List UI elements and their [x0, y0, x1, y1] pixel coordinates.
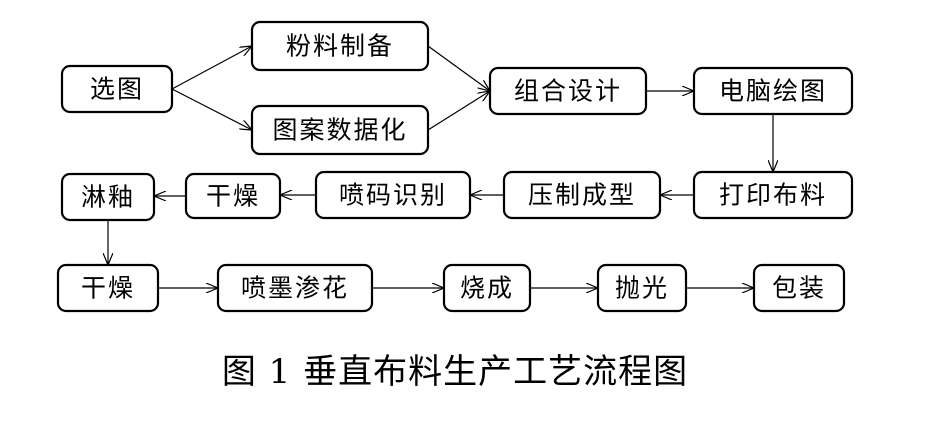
node-box: [442, 263, 532, 313]
arrow-select-to-powder: [171, 46, 252, 90]
node-label: 选图: [90, 75, 144, 104]
node-label: 喷码识别: [339, 181, 447, 210]
node-select: 选图: [60, 64, 174, 114]
node-dry-1: 干燥: [184, 172, 282, 220]
node-label: 组合设计: [514, 77, 622, 106]
node-box: [692, 170, 854, 220]
node-powder: 粉料制备: [250, 20, 430, 72]
node-computer-draw: 电脑绘图: [692, 66, 854, 116]
node-label: 淋釉: [81, 183, 135, 212]
node-label: 干燥: [81, 274, 135, 303]
node-label: 图案数据化: [272, 116, 407, 145]
node-box: [502, 170, 662, 220]
node-combine: 组合设计: [488, 66, 648, 116]
node-box: [184, 172, 282, 220]
flow-arrows: [108, 46, 773, 288]
node-fire: 烧成: [442, 263, 532, 313]
node-label: 烧成: [460, 274, 514, 303]
node-polish: 抛光: [596, 263, 688, 313]
node-box: [596, 263, 688, 313]
node-print-fabric: 打印布料: [692, 170, 854, 220]
node-box: [314, 170, 472, 220]
node-box: [250, 20, 430, 72]
node-box: [56, 263, 160, 313]
node-dry-2: 干燥: [56, 263, 160, 313]
node-press: 压制成型: [502, 170, 662, 220]
node-box: [216, 263, 374, 313]
node-code-recognition: 喷码识别: [314, 170, 472, 220]
node-label: 干燥: [206, 182, 260, 211]
node-box: [60, 64, 174, 114]
node-glaze: 淋釉: [60, 172, 156, 222]
node-box: [692, 66, 854, 116]
node-pack: 包装: [752, 263, 846, 313]
node-label: 喷墨渗花: [241, 274, 349, 303]
node-pattern: 图案数据化: [250, 104, 430, 156]
node-label: 粉料制备: [286, 32, 394, 61]
arrow-powder-to-combine: [427, 45, 490, 91]
node-label: 压制成型: [528, 181, 636, 210]
node-box: [60, 172, 156, 222]
node-box: [250, 104, 430, 156]
arrow-select-to-pattern: [171, 88, 252, 130]
arrow-pattern-to-combine: [427, 91, 490, 131]
node-label: 电脑绘图: [719, 77, 827, 106]
node-label: 包装: [772, 274, 826, 303]
node-box: [752, 263, 846, 313]
figure-caption: 图 1 垂直布料生产工艺流程图: [222, 352, 688, 392]
node-inkjet: 喷墨渗花: [216, 263, 374, 313]
node-label: 抛光: [615, 274, 669, 303]
node-box: [488, 66, 648, 116]
node-label: 打印布料: [719, 181, 827, 210]
